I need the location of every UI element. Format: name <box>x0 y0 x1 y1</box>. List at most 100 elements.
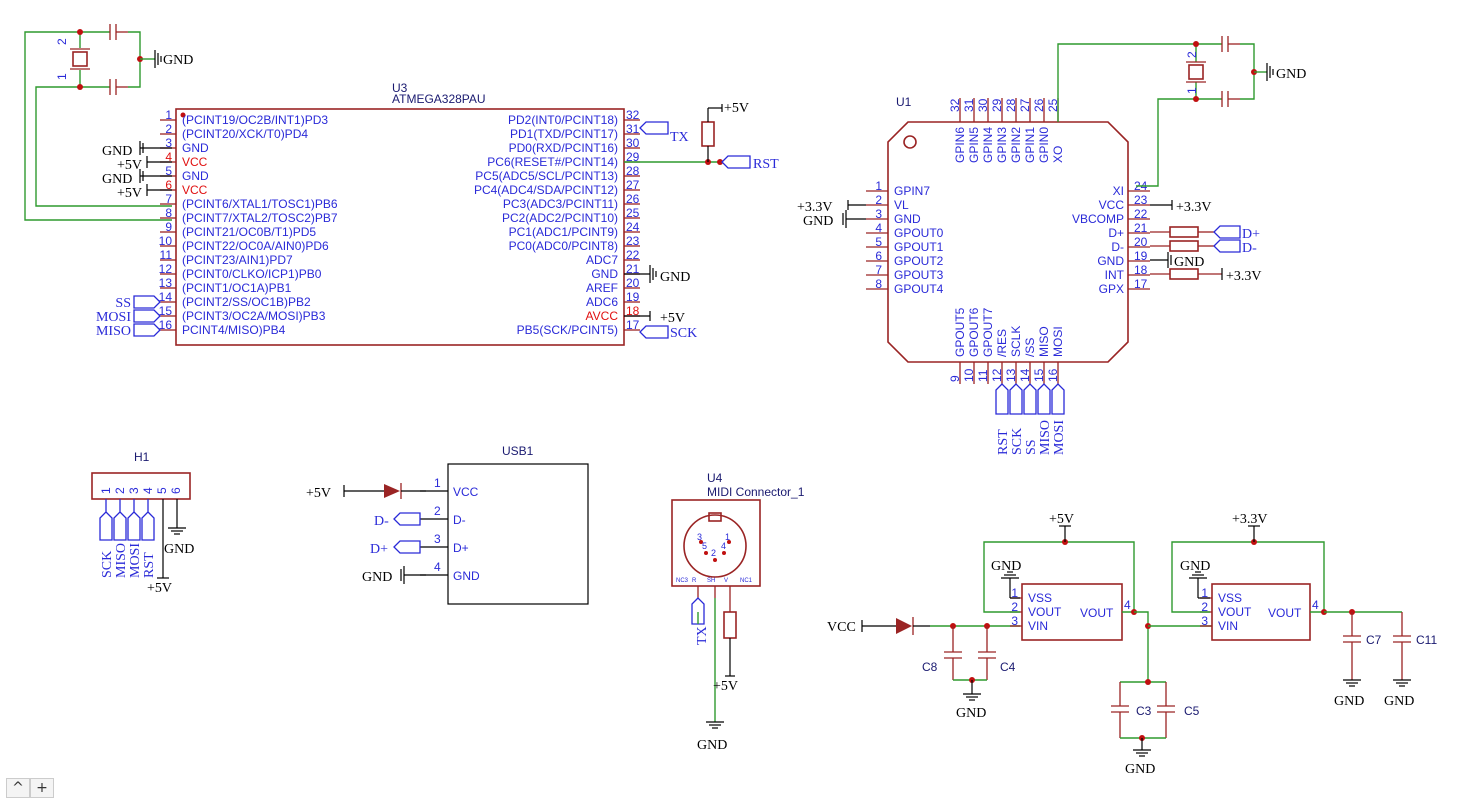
cap-c11: C11 <box>1416 633 1437 647</box>
reg33-out-num: 4 <box>1312 598 1319 612</box>
u3-pin-num: 17 <box>626 318 640 332</box>
u1-pin-num: 1 <box>875 179 882 193</box>
u3-p5v-a: +5V <box>117 158 142 173</box>
u3-pin-name: PCINT4/MISO)PB4 <box>182 323 286 337</box>
u1-bottom-net: SCK <box>1010 428 1025 455</box>
reg5-pin-num: 2 <box>1011 600 1018 614</box>
u3-pin-name: PC4(ADC4/SDA/PCINT12) <box>474 183 618 197</box>
u1-bottom-net: SS <box>1024 439 1039 455</box>
u1-pin-name: MISO <box>1037 326 1051 357</box>
u1-left-nets: +3.3V GND <box>797 200 866 229</box>
u3-pin-num: 27 <box>626 178 640 192</box>
u3-pin-num: 12 <box>159 262 173 276</box>
u3-right-gnd: GND <box>660 270 690 285</box>
u1-pin-num: 25 <box>1046 98 1060 112</box>
u1-pin-name: GPOUT0 <box>894 226 944 240</box>
reg5-pin-name: VIN <box>1028 619 1048 633</box>
u3-pin-num: 32 <box>626 108 640 122</box>
u3-value: ATMEGA328PAU <box>392 92 486 106</box>
h1-pin-num: 5 <box>155 487 169 494</box>
crystal-y1[interactable]: 2 1 GND <box>24 24 193 221</box>
cap-c3: C3 <box>1136 704 1152 718</box>
u1-right-nets: +3.3V D+ D- GND +3.3V <box>1150 200 1262 284</box>
u1-pin-name: GPIN1 <box>1023 127 1037 163</box>
u3-pin-name: (PCINT20/XCK/T0)PD4 <box>182 127 308 141</box>
usb1-dp-net: D+ <box>370 542 388 557</box>
collapse-button[interactable]: ^ <box>6 778 30 798</box>
u1-pin-num: 20 <box>1134 235 1148 249</box>
cap-c4: C4 <box>1000 660 1016 674</box>
u1-pin-name: D- <box>1111 240 1124 254</box>
u3-pin-name: GND <box>182 141 209 155</box>
cap-c8: C8 <box>922 660 938 674</box>
u1-pin-num: 32 <box>948 98 962 112</box>
u3-pin-num: 13 <box>159 276 173 290</box>
u3-left-power: GND +5V GND +5V <box>102 141 172 201</box>
u4-ref: U4 <box>707 471 723 485</box>
u1-pin-name: GPIN7 <box>894 184 930 198</box>
cap-c7: C7 <box>1366 633 1382 647</box>
u1-pin-num: 11 <box>976 369 990 382</box>
u1-pin-num: 30 <box>976 98 990 112</box>
reg33-pin-name: VSS <box>1218 591 1242 605</box>
u3-port-net: SS <box>115 296 131 311</box>
u4-pin5: 5 <box>702 541 707 551</box>
u3-pin-num: 30 <box>626 136 640 150</box>
u1-pin-num: 13 <box>1004 368 1018 382</box>
u1-bottom-net: MOSI <box>1052 420 1067 455</box>
u1-dp-net: D+ <box>1242 227 1260 242</box>
u3-pin-name: PD0(RXD/PCINT16) <box>509 141 618 155</box>
u1-pin-num: 8 <box>875 277 882 291</box>
add-button[interactable]: + <box>30 778 54 798</box>
u3-pin-name: AREF <box>586 281 618 295</box>
u1-pin-name: GND <box>1097 254 1124 268</box>
u1-pin-name: GPIN5 <box>967 127 981 163</box>
u3-avcc-p5v: +5V <box>660 311 685 326</box>
u1-pin-num: 18 <box>1134 263 1148 277</box>
u1-pin-name: INT <box>1105 268 1125 282</box>
u3-pin-num: 25 <box>626 206 640 220</box>
u4-p5v: +5V <box>713 679 738 694</box>
u3-pin-name: ADC6 <box>586 295 618 309</box>
u1-pin-name: GPOUT3 <box>894 268 944 282</box>
u1-pin-name: D+ <box>1108 226 1124 240</box>
u1-pin-name: GPOUT4 <box>894 282 944 296</box>
u1-pin-name: MOSI <box>1051 326 1065 357</box>
u4-pin1: 1 <box>725 532 730 542</box>
u1-pin-num: 23 <box>1134 193 1148 207</box>
u3-pin-name: PD2(INT0/PCINT18) <box>508 113 618 127</box>
u3-pin-name: (PCINT21/OC0B/T1)PD5 <box>182 225 316 239</box>
h1-pin-num: 3 <box>127 487 141 494</box>
u3-atmega[interactable]: U3 ATMEGA328PAU 1(PCINT19/OC2B/INT1)PD32… <box>96 81 779 346</box>
u3-pin-num: 18 <box>626 304 640 318</box>
u1-pin-num: 5 <box>875 235 882 249</box>
reg5-top-net: +5V <box>1049 512 1074 527</box>
u3-pin-num: 16 <box>159 318 173 332</box>
reg5-pin-num: 1 <box>1011 586 1018 600</box>
reg5-out-name: VOUT <box>1080 606 1114 620</box>
reg5-out-num: 4 <box>1124 598 1131 612</box>
u3-pin-name: PC0(ADC0/PCINT8) <box>509 239 618 253</box>
u1-pin-name: GPOUT7 <box>981 307 995 357</box>
u3-pin-name: (PCINT2/SS/OC1B)PB2 <box>182 295 311 309</box>
u1-pin-name: GPOUT6 <box>967 307 981 357</box>
u1-gnd-net: GND <box>803 214 833 229</box>
crystal-y2[interactable]: 2 1 GND <box>1057 36 1306 187</box>
u1-pin-name: /SS <box>1023 338 1037 357</box>
u1-pin-name: GPIN6 <box>953 127 967 163</box>
u3-pin-name: (PCINT6/XTAL1/TOSC1)PB6 <box>182 197 338 211</box>
u1-pin-num: 22 <box>1134 207 1148 221</box>
usb1-pin-name: D+ <box>453 541 469 555</box>
u4-gnd: GND <box>697 738 727 753</box>
u3-pin-num: 26 <box>626 192 640 206</box>
reg33-out-name: VOUT <box>1268 606 1302 620</box>
h1-pin-num: 6 <box>169 487 183 494</box>
u3-p5v-b: +5V <box>117 186 142 201</box>
reg33-gnd: GND <box>1180 559 1210 574</box>
